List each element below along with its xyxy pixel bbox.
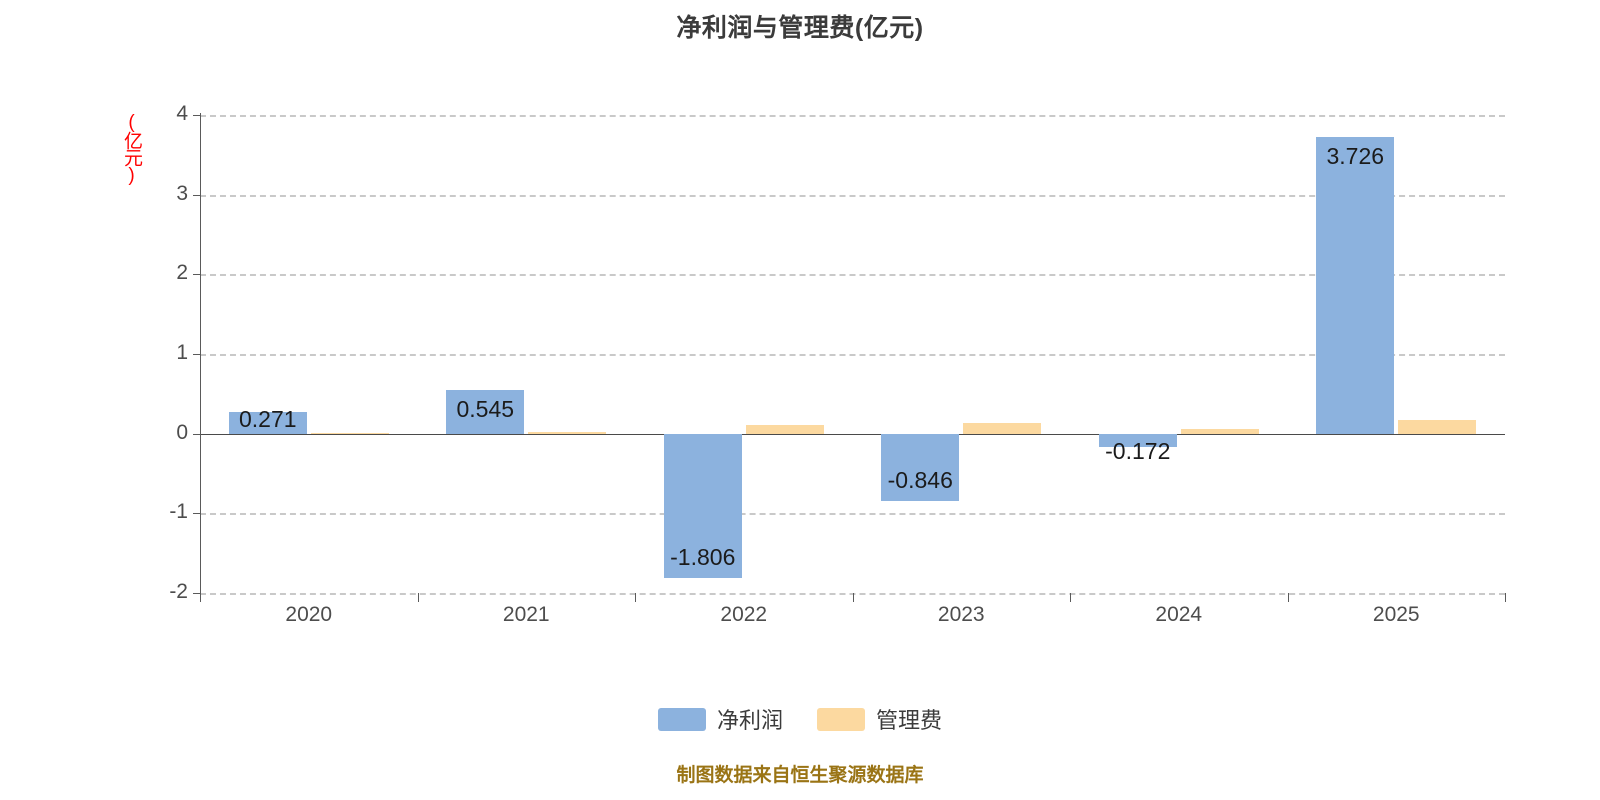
y-tick-mark--2 xyxy=(193,593,201,594)
bar-admin-expense-2024[interactable] xyxy=(1180,428,1259,434)
bar-net-profit-2020[interactable] xyxy=(228,412,307,434)
y-tick-label-0: 0 xyxy=(176,420,188,444)
legend-swatch-icon xyxy=(657,707,706,731)
gridline-1 xyxy=(200,354,1505,356)
legend-label: 管理费 xyxy=(876,708,943,733)
x-tick-mark-2020 xyxy=(200,593,201,602)
gridline-2 xyxy=(200,274,1505,277)
x-tick-mark-2023 xyxy=(852,593,854,602)
gridline-3 xyxy=(200,194,1505,197)
bar-admin-expense-2022[interactable] xyxy=(745,424,824,434)
legend-label: 净利润 xyxy=(716,708,783,733)
x-tick-mark-2021 xyxy=(417,593,419,602)
y-tick-mark-0 xyxy=(193,433,201,435)
x-tick-label-2024: 2024 xyxy=(1155,603,1203,626)
chart-title: 净利润与管理费(亿元) xyxy=(676,14,924,42)
y-tick-label-3: 3 xyxy=(176,181,188,205)
y-tick-mark-3 xyxy=(193,194,201,196)
x-tick-label-2020: 2020 xyxy=(285,603,333,626)
y-tick-label--1: -1 xyxy=(169,500,188,524)
bar-value-label-2022: -1.806 xyxy=(670,543,736,570)
source-note: 制图数据来自恒生聚源数据库 xyxy=(676,765,924,786)
bar-net-profit-2022[interactable] xyxy=(663,433,742,578)
bar-value-label-2024: -0.172 xyxy=(1105,437,1171,464)
bar-value-label-2021: 0.545 xyxy=(456,396,515,423)
bar-admin-expense-2021[interactable] xyxy=(528,432,607,434)
bar-value-label-2023: -0.846 xyxy=(887,467,953,494)
bar-admin-expense-2023[interactable] xyxy=(963,423,1042,434)
bar-net-profit-2023[interactable] xyxy=(881,433,960,502)
x-tick-mark-end xyxy=(1505,593,1506,602)
bar-net-profit-2025[interactable] xyxy=(1316,136,1395,434)
legend-swatch-icon xyxy=(817,707,865,731)
y-tick-mark-4 xyxy=(193,115,201,116)
y-tick-label-2: 2 xyxy=(176,261,188,285)
x-tick-label-2021: 2021 xyxy=(502,603,550,626)
legend-item-admin-expense[interactable]: 管理费 xyxy=(817,703,942,735)
gridline-4 xyxy=(200,115,1505,117)
legend-item-net-profit[interactable]: 净利润 xyxy=(657,703,783,735)
bar-value-label-2025: 3.726 xyxy=(1326,142,1385,169)
chart-legend: 净利润 管理费 xyxy=(0,703,1600,735)
x-tick-mark-2025 xyxy=(1287,593,1289,602)
x-tick-label-2022: 2022 xyxy=(720,603,768,626)
bar-admin-expense-2020[interactable] xyxy=(310,432,389,435)
bar-net-profit-2024[interactable] xyxy=(1098,433,1177,448)
y-tick-label-1: 1 xyxy=(176,341,188,364)
bar-value-label-2020: 0.271 xyxy=(238,405,297,432)
y-tick-label--2: -2 xyxy=(169,580,188,603)
x-tick-mark-2022 xyxy=(635,593,636,602)
y-axis-line xyxy=(200,113,201,595)
y-tick-mark--1 xyxy=(193,513,201,515)
y-tick-mark-1 xyxy=(193,354,201,355)
bar-net-profit-2021[interactable] xyxy=(446,390,525,434)
y-axis-unit-label: (亿元) xyxy=(121,112,142,184)
x-tick-label-2025: 2025 xyxy=(1372,603,1420,626)
gridline--1 xyxy=(200,513,1505,516)
bar-admin-expense-2025[interactable] xyxy=(1398,420,1477,434)
x-tick-mark-2024 xyxy=(1070,593,1071,602)
y-tick-label-4: 4 xyxy=(176,102,188,125)
x-tick-label-2023: 2023 xyxy=(937,603,985,626)
gridline-0 xyxy=(200,433,1505,435)
y-tick-mark-2 xyxy=(193,274,201,276)
